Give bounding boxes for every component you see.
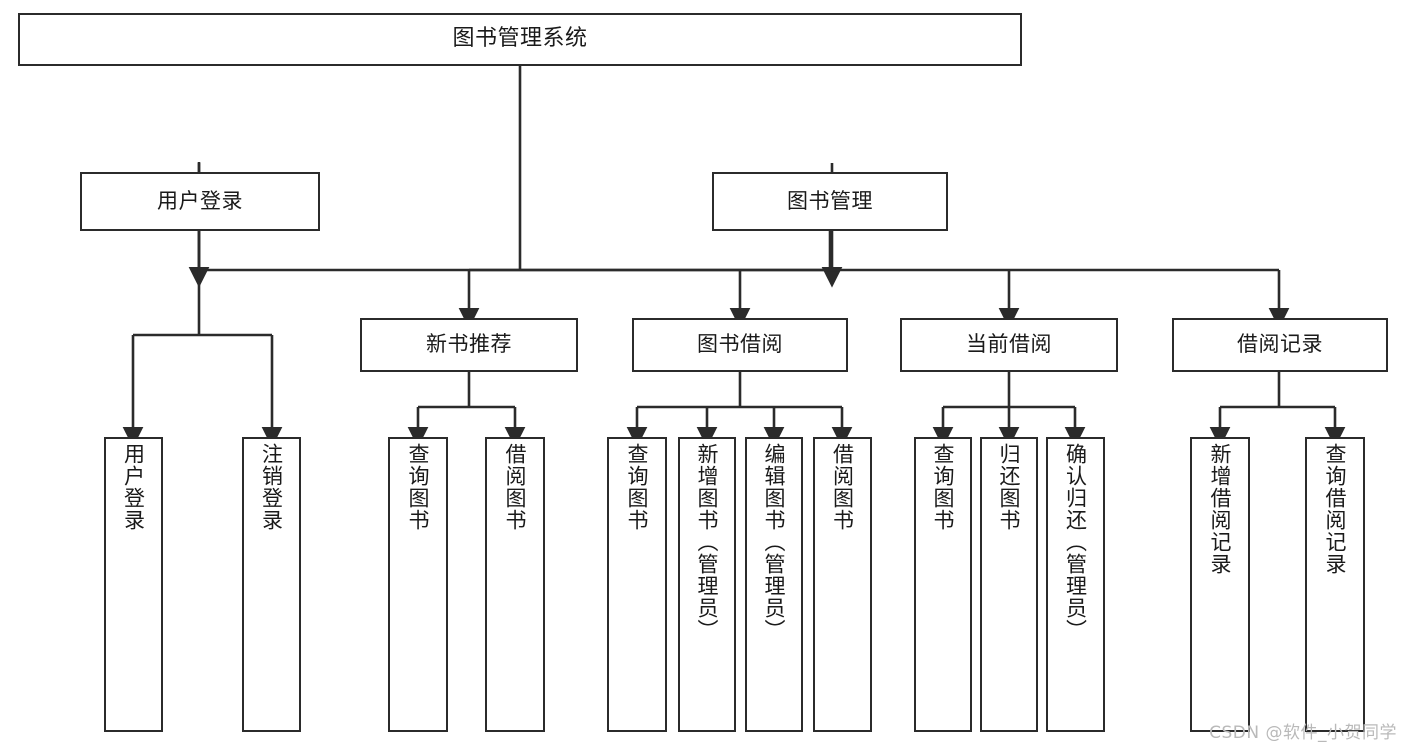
node-book-management-label: 图书管理 (787, 188, 873, 213)
node-book-management[interactable]: 图书管理 (712, 172, 948, 231)
leaf-book-borrow-edit[interactable]: 编辑图书（管理员） (745, 437, 803, 732)
node-new-book-recommend-label: 新书推荐 (426, 332, 512, 357)
leaf-label: 查询借阅记录 (1323, 443, 1348, 575)
node-book-borrow-label: 图书借阅 (697, 332, 783, 357)
leaf-new-books-borrow[interactable]: 借阅图书 (485, 437, 545, 732)
leaf-book-borrow-borrow[interactable]: 借阅图书 (813, 437, 872, 732)
node-current-borrow-label: 当前借阅 (966, 332, 1052, 357)
leaf-book-borrow-query[interactable]: 查询图书 (607, 437, 667, 732)
leaf-borrow-records-query[interactable]: 查询借阅记录 (1305, 437, 1365, 732)
node-borrow-records-label: 借阅记录 (1237, 332, 1323, 357)
watermark: CSDN @软件_小贺同学 (1209, 723, 1397, 743)
leaf-label: 新增借阅记录 (1208, 443, 1233, 575)
leaf-current-borrow-return[interactable]: 归还图书 (980, 437, 1038, 732)
leaf-label: 借阅图书 (503, 443, 528, 531)
leaf-label: 查询图书 (406, 443, 431, 531)
leaf-new-books-query[interactable]: 查询图书 (388, 437, 448, 732)
leaf-label: 借阅图书 (830, 443, 855, 531)
leaf-current-borrow-confirm[interactable]: 确认归还（管理员） (1046, 437, 1105, 732)
node-root-label: 图书管理系统 (452, 26, 588, 52)
node-new-book-recommend[interactable]: 新书推荐 (360, 318, 578, 372)
leaf-label: 注销登录 (259, 443, 284, 531)
leaf-label: 编辑图书（管理员） (762, 443, 787, 641)
leaf-label: 用户登录 (121, 443, 146, 531)
node-root[interactable]: 图书管理系统 (18, 13, 1022, 66)
node-borrow-records[interactable]: 借阅记录 (1172, 318, 1388, 372)
leaf-label: 查询图书 (625, 443, 650, 531)
leaf-book-borrow-add[interactable]: 新增图书（管理员） (678, 437, 736, 732)
node-book-borrow[interactable]: 图书借阅 (632, 318, 848, 372)
node-current-borrow[interactable]: 当前借阅 (900, 318, 1118, 372)
leaf-current-borrow-query[interactable]: 查询图书 (914, 437, 972, 732)
leaf-user-login-signin[interactable]: 用户登录 (104, 437, 163, 732)
node-user-login-label: 用户登录 (157, 188, 243, 213)
leaf-borrow-records-add[interactable]: 新增借阅记录 (1190, 437, 1250, 732)
leaf-label: 查询图书 (931, 443, 956, 531)
leaf-label: 确认归还（管理员） (1063, 443, 1088, 641)
leaf-user-login-signout[interactable]: 注销登录 (242, 437, 301, 732)
node-user-login[interactable]: 用户登录 (80, 172, 320, 231)
leaf-label: 归还图书 (997, 443, 1022, 531)
leaf-label: 新增图书（管理员） (695, 443, 720, 641)
